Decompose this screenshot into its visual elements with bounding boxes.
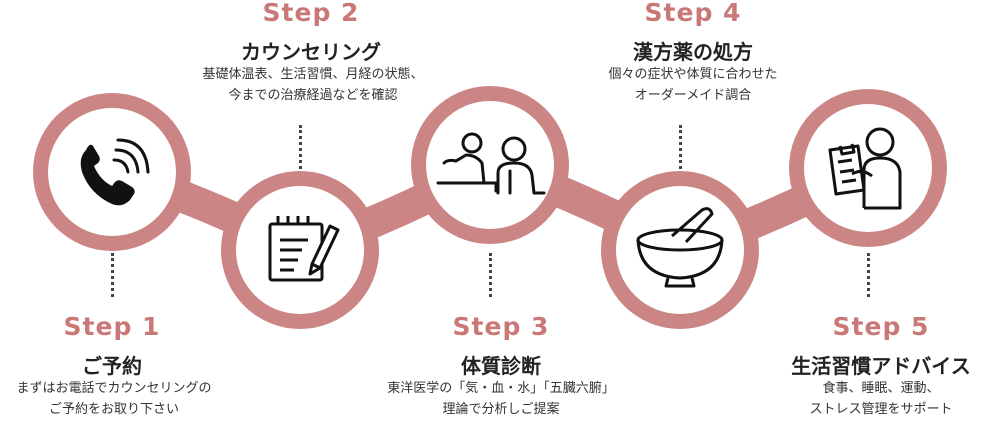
mortar-pestle-icon [636,207,724,288]
step-1-desc-line-2: ご予約をお取り下さい [48,402,179,417]
step-1-label: Step 1 [63,312,161,341]
step-3-circle [426,101,554,229]
step-2-desc-line-1: 基礎体温表、生活習慣、月経の状態、 [202,67,424,82]
step-3-desc-line-2: 理論で分析しご提案 [442,402,560,417]
step-5-circle [804,104,932,232]
step-2-desc-line-2: 今までの治療経過などを確認 [228,88,398,103]
connector-dots-step-2 [299,125,305,169]
step-5-label: Step 5 [832,312,930,341]
step-5-desc: 食事、睡眠、運動、 ストレス管理をサポート [731,378,1000,420]
step-1-desc-line-1: まずはお電話でカウンセリングの [16,381,212,396]
step-1-title: ご予約 [82,354,142,378]
step-4-desc-line-2: オーダーメイド調合 [634,88,752,103]
step-4-title: 漢方薬の処方 [633,40,753,64]
connector-dots-step-4 [679,125,685,169]
step-3-desc: 東洋医学の「気・血・水」「五臓六腑」 理論で分析しご提案 [351,378,651,420]
step-1-circle [48,108,176,236]
step-1-desc: まずはお電話でカウンセリングの ご予約をお取り下さい [0,378,264,420]
notepad-pencil-icon [268,216,340,282]
step-5-desc-line-1: 食事、睡眠、運動、 [822,381,940,396]
step-4-label: Step 4 [644,0,742,27]
step-5-title: 生活習慣アドバイス [791,354,971,378]
phone-icon [80,138,150,206]
step-2-title: カウンセリング [241,40,381,64]
step-2-label: Step 2 [262,0,360,27]
step-5-desc-line-2: ストレス管理をサポート [809,402,953,417]
consultation-icon [436,132,546,195]
person-clipboard-icon [828,127,902,210]
step-4-desc: 個々の症状や体質に合わせた オーダーメイド調合 [543,64,843,106]
flow-circles [33,86,947,329]
step-3-label: Step 3 [452,312,550,341]
step-3-desc-line-1: 東洋医学の「気・血・水」「五臓六腑」 [387,381,615,396]
step-4-desc-line-1: 個々の症状や体質に合わせた [608,67,778,82]
step-3-title: 体質診断 [461,354,541,378]
connector-dots-step-3 [489,253,495,297]
connector-dots-step-5 [867,253,873,297]
connector-dots-step-1 [111,253,117,297]
step-2-desc: 基礎体温表、生活習慣、月経の状態、 今までの治療経過などを確認 [163,64,463,106]
